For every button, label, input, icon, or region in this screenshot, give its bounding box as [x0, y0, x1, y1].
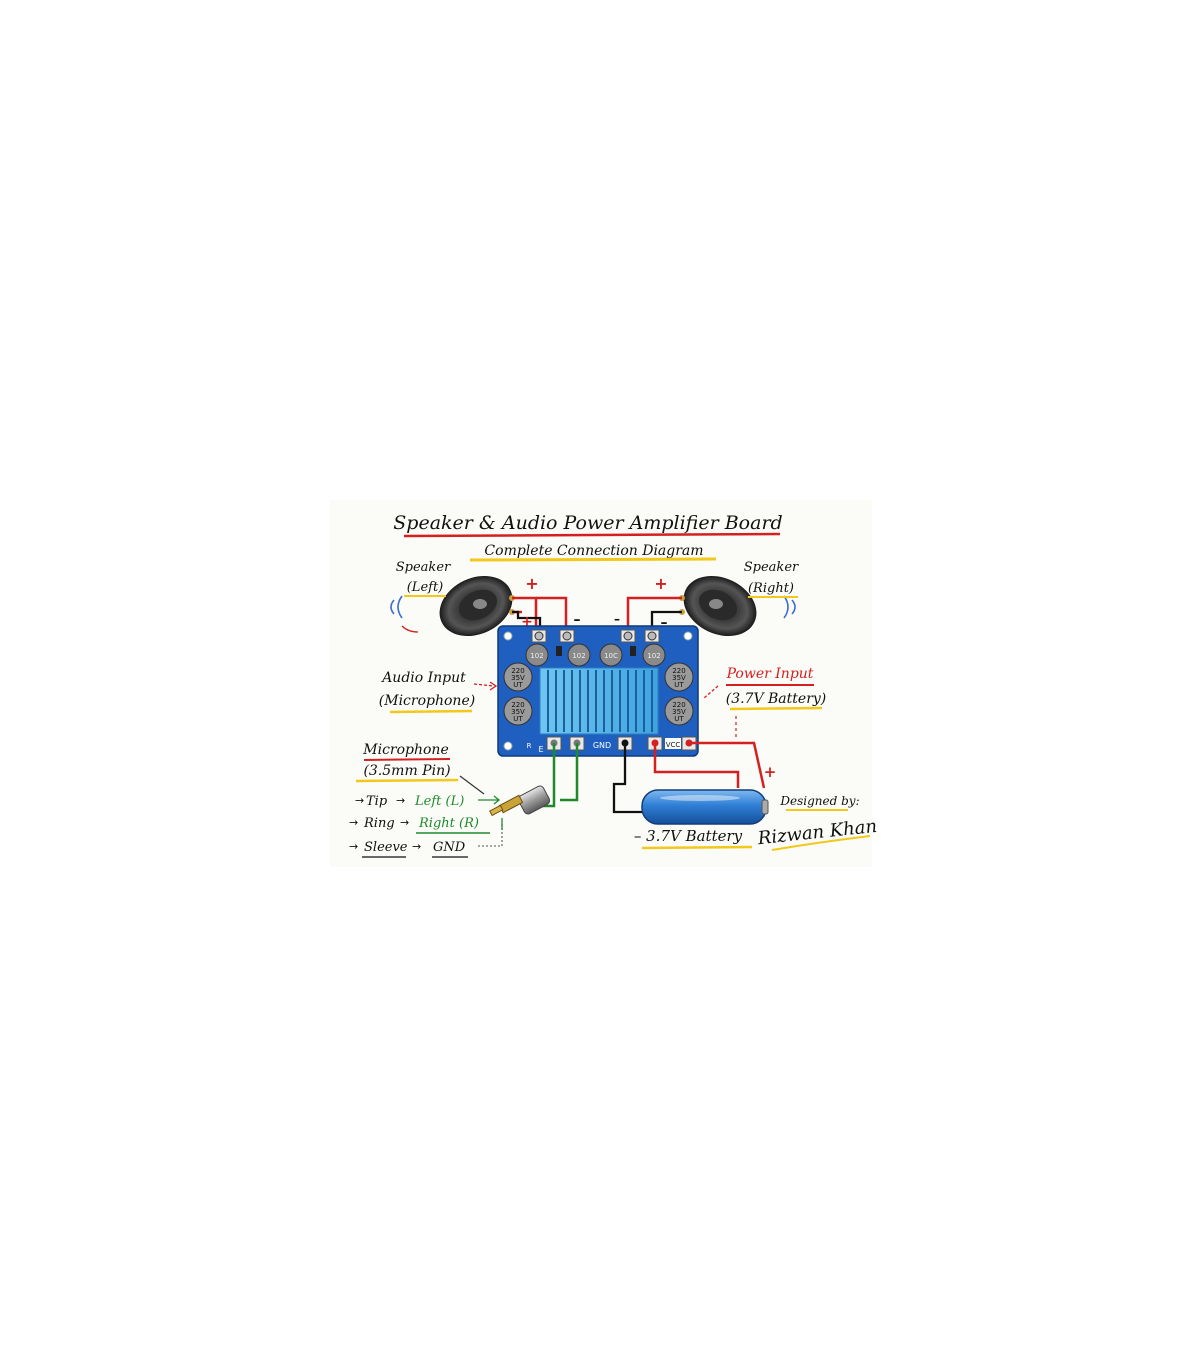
speaker-left-label: Speaker	[396, 560, 451, 575]
battery-cell	[641, 789, 769, 825]
microphone-label: Microphone	[362, 742, 448, 758]
page-subtitle: Complete Connection Diagram	[484, 543, 703, 559]
svg-text:→: →	[349, 840, 358, 853]
svg-text:→: →	[412, 840, 421, 853]
power-input-label: Power Input	[726, 666, 814, 682]
wire-vcc	[689, 741, 766, 789]
svg-text:220: 220	[672, 701, 685, 709]
svg-text:→: →	[349, 816, 358, 829]
svg-text:Right (R): Right (R)	[418, 816, 479, 831]
minus-right: –	[661, 615, 668, 631]
minus-center: –	[614, 612, 620, 626]
pin-label-gnd: GND	[593, 741, 611, 750]
svg-text:35V: 35V	[672, 674, 686, 682]
wire-left-negative	[512, 610, 542, 634]
wire-left-to-minus	[536, 596, 568, 634]
microphone-sub: (3.5mm Pin)	[363, 763, 450, 779]
page-title: Speaker & Audio Power Amplifier Board	[393, 512, 782, 534]
speaker-right-side: (Right)	[748, 581, 794, 596]
cap-top-2: 102	[572, 652, 585, 660]
wire-vcc-2	[653, 743, 740, 788]
svg-text:UT: UT	[513, 681, 523, 689]
wire-gnd	[612, 743, 642, 814]
mic-mapping-sleeve: → Sleeve → GND	[349, 822, 503, 858]
speaker-left	[390, 575, 515, 637]
svg-text:Ring: Ring	[363, 816, 395, 831]
svg-text:→: →	[355, 794, 364, 807]
svg-text:Sleeve: Sleeve	[364, 840, 408, 855]
svg-text:Tip: Tip	[366, 794, 388, 809]
microphone-arrow	[459, 775, 485, 795]
battery-plus: +	[764, 763, 777, 781]
svg-text:220: 220	[511, 667, 524, 675]
pin-label-r: R	[527, 742, 532, 750]
pin-label-vcc: VCC	[666, 741, 681, 749]
title-underline	[403, 532, 781, 538]
mic-mapping-ring: → Ring → Right (R)	[349, 816, 503, 834]
speaker-right-label: Speaker	[744, 560, 799, 575]
svg-text:Left (L): Left (L)	[414, 794, 464, 809]
plus-right-top: +	[654, 574, 667, 593]
minus-left: –	[574, 612, 581, 628]
wire-audio-l	[540, 743, 556, 808]
plus-left-top: +	[525, 574, 538, 593]
audio-input-sub: (Microphone)	[379, 693, 475, 709]
amplifier-board	[497, 625, 699, 757]
subtitle-underline	[469, 557, 717, 562]
power-input-arrow	[703, 685, 719, 699]
svg-text:35V: 35V	[511, 674, 525, 682]
svg-text:220: 220	[511, 701, 524, 709]
wire-audio-r	[560, 743, 579, 802]
speaker-left-side: (Left)	[407, 580, 444, 595]
svg-text:UT: UT	[513, 715, 523, 723]
svg-text:→: →	[400, 816, 409, 829]
audio-jack-plug	[489, 785, 551, 817]
power-input-sub: (3.7V Battery)	[726, 691, 827, 707]
svg-text:35V: 35V	[511, 708, 525, 716]
credit-designed-by: Designed by:	[779, 794, 859, 808]
pin-label-e: E	[538, 745, 543, 754]
cap-top-3: 10C	[604, 652, 618, 660]
audio-input-label: Audio Input	[380, 670, 466, 686]
cap-side-labels: 220 35V UT 220 35V UT 220 35V UT 220 35V…	[511, 667, 686, 723]
svg-text:GND: GND	[433, 840, 466, 855]
cap-top-1: 102	[530, 652, 543, 660]
wire-right-positive	[626, 596, 682, 634]
speaker-right	[679, 575, 796, 637]
battery-label: – 3.7V Battery	[634, 827, 743, 845]
svg-text:35V: 35V	[672, 708, 686, 716]
plus-left-bottom: +	[521, 614, 533, 630]
svg-text:UT: UT	[674, 681, 684, 689]
mic-mapping-tip: → Tip → Left (L)	[355, 794, 501, 809]
audio-input-arrow	[473, 683, 495, 687]
cap-top-4: 102	[647, 652, 660, 660]
svg-text:→: →	[396, 794, 405, 807]
svg-text:220: 220	[672, 667, 685, 675]
svg-text:UT: UT	[674, 715, 684, 723]
